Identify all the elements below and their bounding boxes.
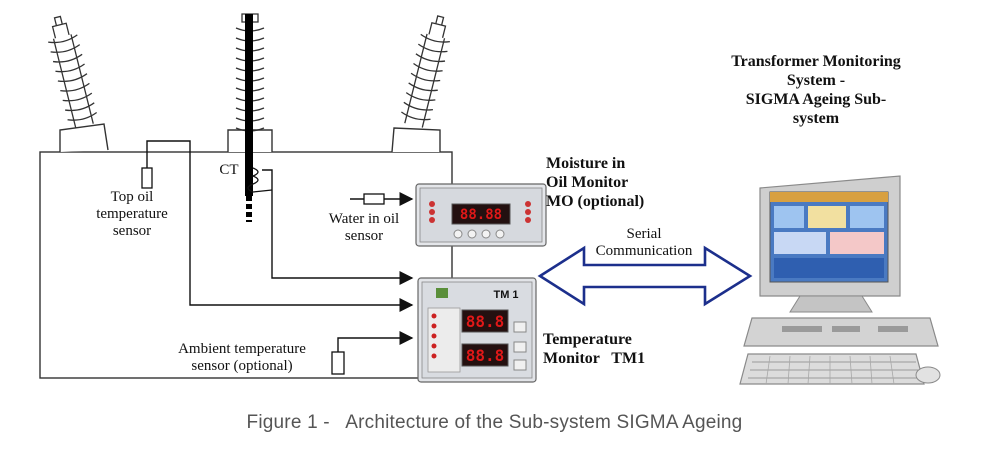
ambient-label-line2: sensor (optional) [191,358,293,374]
ambient-sensor-line [337,331,414,352]
figure-caption: Figure 1 - Architecture of the Sub-syste… [246,412,743,433]
monitoring-system-label: Transformer Monitoring System - SIGMA Ag… [716,52,916,128]
top-oil-label-line2: temperature [96,206,168,222]
temperature-monitor-label: Temperature Monitor TM1 [543,330,673,368]
middle-bushing [227,13,273,222]
moisture-display: 88.88 [460,207,502,223]
top-oil-sensor-line [146,140,414,312]
tms-label-line3: SIGMA Ageing Sub- [745,91,887,108]
right-bushing [391,15,450,153]
left-bushing [48,15,109,152]
serial-communication-label: Serial Communication [584,226,704,260]
moisture-monitor-device: 88.88 [415,183,547,247]
top-oil-label-line1: Top oil [110,189,154,205]
temp-label-line2: Monitor TM1 [543,350,646,367]
water-label-line2: sensor [344,228,384,244]
ambient-sensor [331,351,345,375]
temp-label-line1: Temperature [543,331,632,348]
top-oil-sensor [141,167,153,189]
moisture-label-line2: Oil Monitor [546,174,629,191]
moisture-label-line1: Moisture in [546,155,626,172]
water-sensor-label: Water in oil sensor [316,211,412,245]
top-oil-sensor-label: Top oil temperature sensor [84,189,180,240]
ct-line [262,169,414,285]
top-oil-label-line3: sensor [112,223,152,239]
tm1-display-top: 88.8 [466,312,505,331]
water-label-line1: Water in oil [328,211,400,227]
tm1-badge: TM 1 [493,289,518,301]
moisture-monitor-label: Moisture in Oil Monitor MO (optional) [546,154,686,211]
tm1-display-bottom: 88.8 [466,346,505,365]
tms-label-line2: System - [786,72,846,89]
ambient-label-line1: Ambient temperature [178,341,306,357]
computer-workstation [739,175,941,385]
serial-label-line1: Serial [626,226,662,242]
ambient-sensor-label: Ambient temperature sensor (optional) [164,341,320,375]
serial-communication-arrow [537,245,753,307]
moisture-label-line3: MO (optional) [546,193,645,210]
tms-label-line4: system [792,110,840,127]
tms-label-line1: Transformer Monitoring [731,53,901,70]
tm1-device: TM 1 88.8 88.8 [417,277,537,383]
serial-label-line2: Communication [595,243,693,259]
water-sensor [363,193,385,205]
ct-label: CT [219,162,239,178]
ct-coil [247,167,273,193]
